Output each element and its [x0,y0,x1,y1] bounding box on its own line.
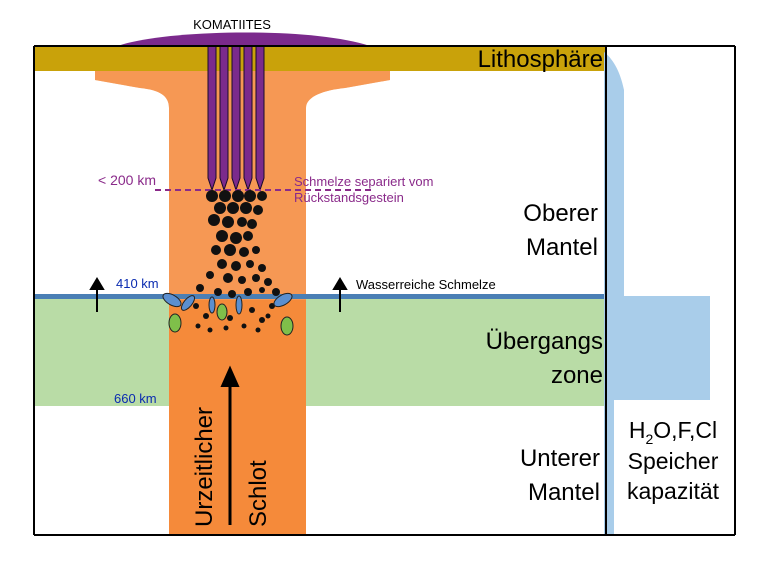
melt-droplet [214,202,226,214]
depth-410-label: 410 km [116,276,159,291]
lower-mantle-label-1: Unterer [520,445,600,472]
melt-droplet [196,284,204,292]
plume-conduit [95,70,390,534]
plume-arrow-head [220,365,240,387]
melt-separates-label-2: Rückstandsgestein [294,190,404,205]
feeder-dikes [207,45,265,192]
blue-crystal [273,292,293,308]
blue-crystal [235,295,243,315]
melt-droplet [214,288,222,296]
green-crystal [216,303,228,321]
melt-droplet [249,307,255,313]
lithosphere-label: Lithosphäre [478,46,603,73]
melt-droplet [258,264,266,272]
melt-droplet [231,261,241,271]
feeder-dike [219,45,229,192]
melt-droplet [195,323,201,329]
plume-label-schlot: Schlot [245,460,272,527]
boundary-410 [34,294,607,299]
melt-droplet [259,287,265,293]
green-crystal [168,313,182,333]
upper-mantle-label-1: Oberer [523,200,598,227]
blue-crystal [208,296,216,314]
feeder-dike [255,45,265,192]
transition-zone-label-2: zone [551,362,603,389]
melt-droplet [240,202,252,214]
melt-droplet [224,244,236,256]
capacity-label-1: H2O,F,Cl [629,417,717,447]
komatiite-lens [118,32,370,46]
melt-droplet [206,190,218,202]
crystals-410 [162,292,294,336]
melt-droplet [241,323,247,329]
melt-droplet [253,205,263,215]
feeder-dike [243,45,253,192]
frame [33,45,736,536]
melt-droplet [232,190,244,202]
melt-droplet [239,247,249,257]
melt-droplet [244,190,256,202]
melt-droplet [227,202,239,214]
blue-crystal [162,292,182,308]
melt-droplet [217,259,227,269]
melt-droplet [230,232,242,244]
melt-droplets [193,190,280,333]
melt-droplet [259,317,265,323]
melt-droplet [193,303,199,309]
melt-droplet [257,191,267,201]
capacity-formula-rest: O,F,Cl [653,417,717,443]
capacity-formula-h: H [629,417,646,443]
komatiites-label: KOMATIITES [193,17,271,32]
melt-droplet [238,276,246,284]
melt-droplet [246,260,254,268]
melt-droplet [207,327,213,333]
melt-droplet [208,214,220,226]
up-arrows [89,277,348,525]
plume-label-urzeitlicher: Urzeitlicher [191,407,218,527]
water-rich-melt-label: Wasserreiche Schmelze [356,277,496,292]
capacity-label-2: Speicher [628,448,719,474]
depth-660-label: 660 km [114,391,157,406]
melt-droplet [255,327,261,333]
melt-droplet [272,288,280,296]
up-arrow-head [89,277,105,290]
melt-droplet [216,230,228,242]
melt-droplet [244,288,252,296]
melt-droplet [222,216,234,228]
transition-zone-band [34,298,607,406]
melt-separates-label-1: Schmelze separiert vom [294,174,433,189]
melt-droplet [252,246,260,254]
lithosphere-bar [34,46,607,71]
melt-droplet [237,217,247,227]
melt-droplet [227,315,233,321]
melt-droplet [243,231,253,241]
transition-zone-label-1: Übergangs [486,328,603,355]
plume-head [95,70,390,300]
green-crystal [280,316,294,336]
melt-droplet [203,313,209,319]
melt-droplet [211,245,221,255]
melt-droplet [269,303,275,309]
blue-crystal [180,295,196,311]
melt-droplet [223,325,229,331]
feeder-dike [231,45,241,192]
melt-droplet [228,290,236,298]
melt-droplet [247,219,257,229]
melt-droplet [265,313,271,319]
melt-droplet [264,278,272,286]
lower-mantle-label-2: Mantel [528,479,600,506]
capacity-label-3: kapazität [627,478,720,504]
upper-mantle-label-2: Mantel [526,234,598,261]
feeder-dike [207,45,217,192]
melt-droplet [219,190,231,202]
capacity-profile [604,52,710,534]
melt-droplet [223,273,233,283]
melt-droplet [206,271,214,279]
capacity-formula-sub: 2 [645,431,653,447]
melt-droplet [252,274,260,282]
depth-200-label: < 200 km [98,172,156,188]
up-arrow-head [332,277,348,290]
